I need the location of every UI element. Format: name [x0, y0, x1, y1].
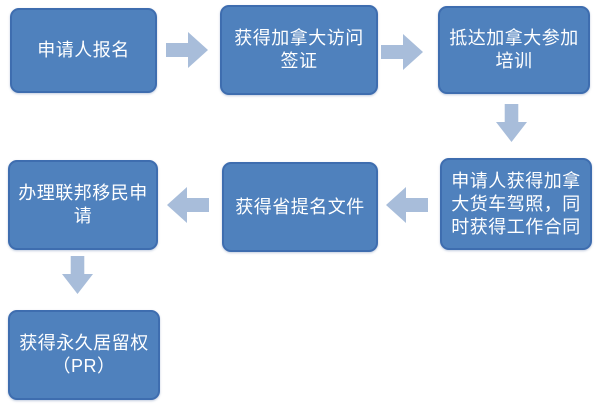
step-applicant-signup: 申请人报名 [10, 8, 157, 93]
step-label: 获得永久居留权 （PR） [19, 333, 149, 376]
arrow-right-icon [381, 34, 423, 70]
arrow-right-icon [166, 32, 208, 68]
arrow-left-icon [386, 187, 428, 223]
step-label: 办理联邦移民申 请 [18, 183, 148, 226]
step-truck-license-work-contract: 申请人获得加拿 大货车驾照，同 时获得工作合同 [440, 158, 592, 250]
arrow-down-icon [496, 104, 527, 142]
arrow-down-icon [62, 256, 93, 294]
step-label: 申请人报名 [37, 40, 130, 60]
step-arrive-canada-training: 抵达加拿大参加 培训 [438, 6, 590, 94]
arrow-left-icon [167, 187, 209, 223]
step-federal-immigration-application: 办理联邦移民申 请 [8, 160, 158, 250]
step-label: 获得省提名文件 [235, 196, 365, 217]
step-canada-visitor-visa: 获得加拿大访问 签证 [220, 5, 378, 95]
step-label: 获得加拿大访问 签证 [234, 28, 364, 71]
step-provincial-nomination: 获得省提名文件 [222, 162, 378, 252]
step-label: 抵达加拿大参加 培训 [449, 28, 579, 71]
step-permanent-residence: 获得永久居留权 （PR） [8, 310, 160, 400]
step-label: 申请人获得加拿 大货车驾照，同 时获得工作合同 [451, 170, 581, 237]
